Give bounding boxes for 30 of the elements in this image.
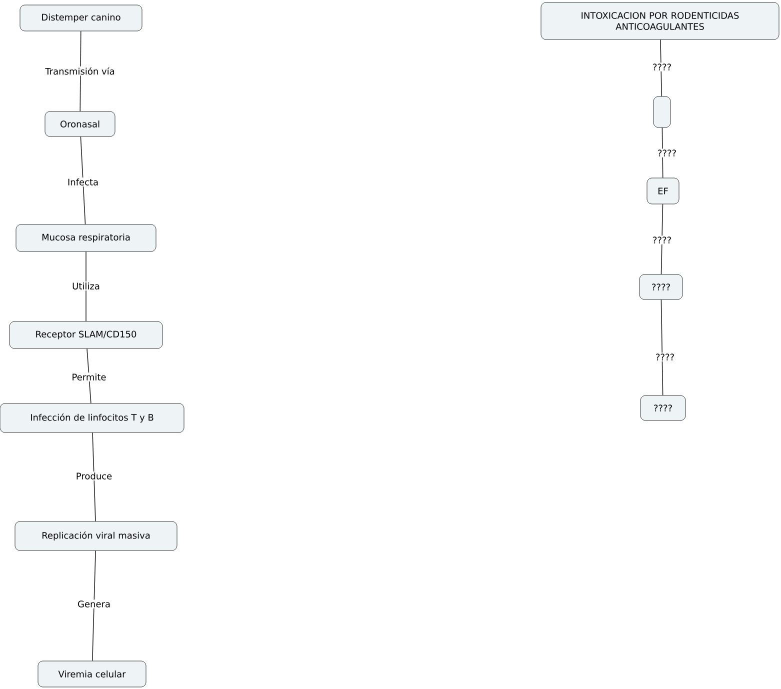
edge-label: ???? — [651, 62, 673, 72]
concept-box: ???? — [640, 395, 686, 421]
edge-label: Genera — [76, 600, 112, 608]
edge-label: ???? — [651, 236, 673, 244]
edge-label: ???? — [656, 148, 678, 158]
edge-label: Infecta — [66, 178, 100, 186]
concept-box: Mucosa respiratoria — [16, 224, 156, 252]
concept-box: Distemper canino — [20, 4, 142, 32]
connector-line — [662, 127, 664, 178]
concept-box: Receptor SLAM/CD150 — [9, 321, 163, 349]
connector-line — [92, 432, 96, 522]
concept-box: Infección de linfocitos T y B — [0, 403, 184, 433]
concept-box: Replicación viral masiva — [14, 521, 178, 551]
edge-label: Transmisión vía — [44, 66, 116, 76]
connector-line — [80, 136, 86, 225]
connector-line — [660, 204, 664, 275]
edge-label: Utiliza — [71, 282, 101, 290]
concept-box: EF — [646, 178, 680, 204]
edge-label: Produce — [74, 472, 114, 480]
edge-label: ???? — [654, 352, 676, 362]
concept-box: Oronasal — [44, 111, 116, 137]
concept-box: ???? — [639, 274, 683, 300]
connector-line — [660, 299, 664, 396]
empty-box — [653, 96, 671, 128]
connector-line — [80, 30, 82, 112]
connector-line — [660, 39, 662, 97]
concept-box: INTOXICACION POR RODENTICIDAS ANTICOAGULANTES — [540, 2, 780, 40]
edge-label: Permite — [70, 372, 108, 382]
concept-box: Viremia celular — [38, 660, 146, 688]
connector-line — [92, 550, 96, 662]
